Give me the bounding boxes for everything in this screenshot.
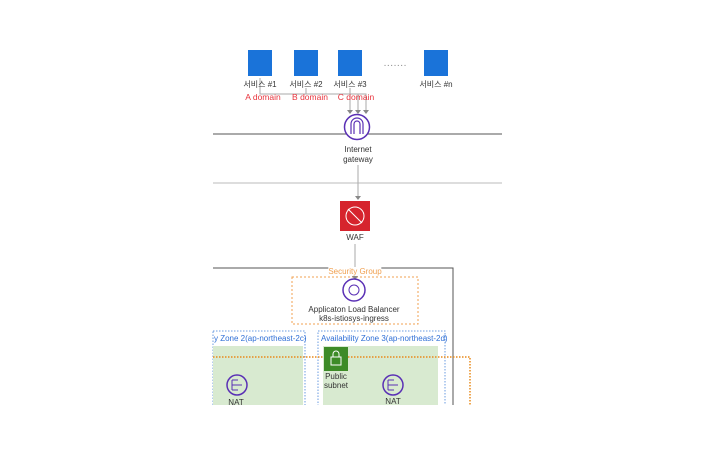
vpc-border (213, 267, 454, 405)
user-label: 서비스 #3 (333, 80, 367, 89)
security-group-box (291, 276, 419, 325)
user-label: 서비스 #2 (289, 80, 323, 89)
route-line (213, 356, 471, 405)
domain-label: A domain (245, 92, 281, 102)
domain-label: C domain (337, 92, 375, 102)
crop-mask (0, 405, 720, 465)
user-label: 서비스 #1 (243, 80, 277, 89)
user-label: 서비스 #n (419, 80, 453, 89)
security-group-label: Security Group (328, 267, 382, 276)
ellipsis: ······· (383, 60, 407, 71)
user-icon (248, 50, 272, 76)
nat-gateway-icon (226, 374, 248, 396)
user-icon (294, 50, 318, 76)
connector (259, 78, 367, 112)
az2-label: y Zone 2(ap-northeast-2c) (214, 334, 307, 343)
load-balancer-icon (342, 278, 366, 302)
user-icon (424, 50, 448, 76)
az2-subnet (213, 346, 303, 406)
domain-label: B domain (292, 92, 328, 102)
nat-label: NAT (228, 398, 244, 407)
waf-label: WAF (346, 233, 364, 242)
user-icon (338, 50, 362, 76)
nat-label: NAT (385, 397, 401, 406)
nat-gateway-icon (382, 374, 404, 396)
az3-label: Availability Zone 3(ap-northeast-2d) (321, 334, 448, 343)
